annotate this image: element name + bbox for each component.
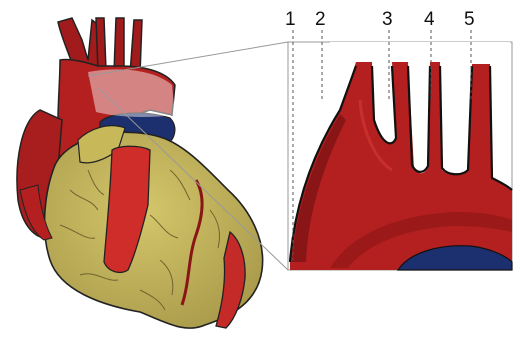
label-4: 4 bbox=[424, 9, 435, 30]
vessel-top-fade bbox=[330, 42, 510, 62]
label-1: 1 bbox=[285, 9, 296, 30]
heart-vessel-branch-a bbox=[96, 18, 106, 72]
heart bbox=[17, 18, 263, 328]
label-5: 5 bbox=[464, 9, 475, 30]
labels: 1 2 3 4 5 bbox=[285, 9, 475, 30]
zoom-panel bbox=[288, 42, 512, 270]
label-2: 2 bbox=[315, 9, 326, 30]
label-3: 3 bbox=[382, 9, 393, 30]
heart-vessel-branch-b bbox=[114, 18, 124, 72]
